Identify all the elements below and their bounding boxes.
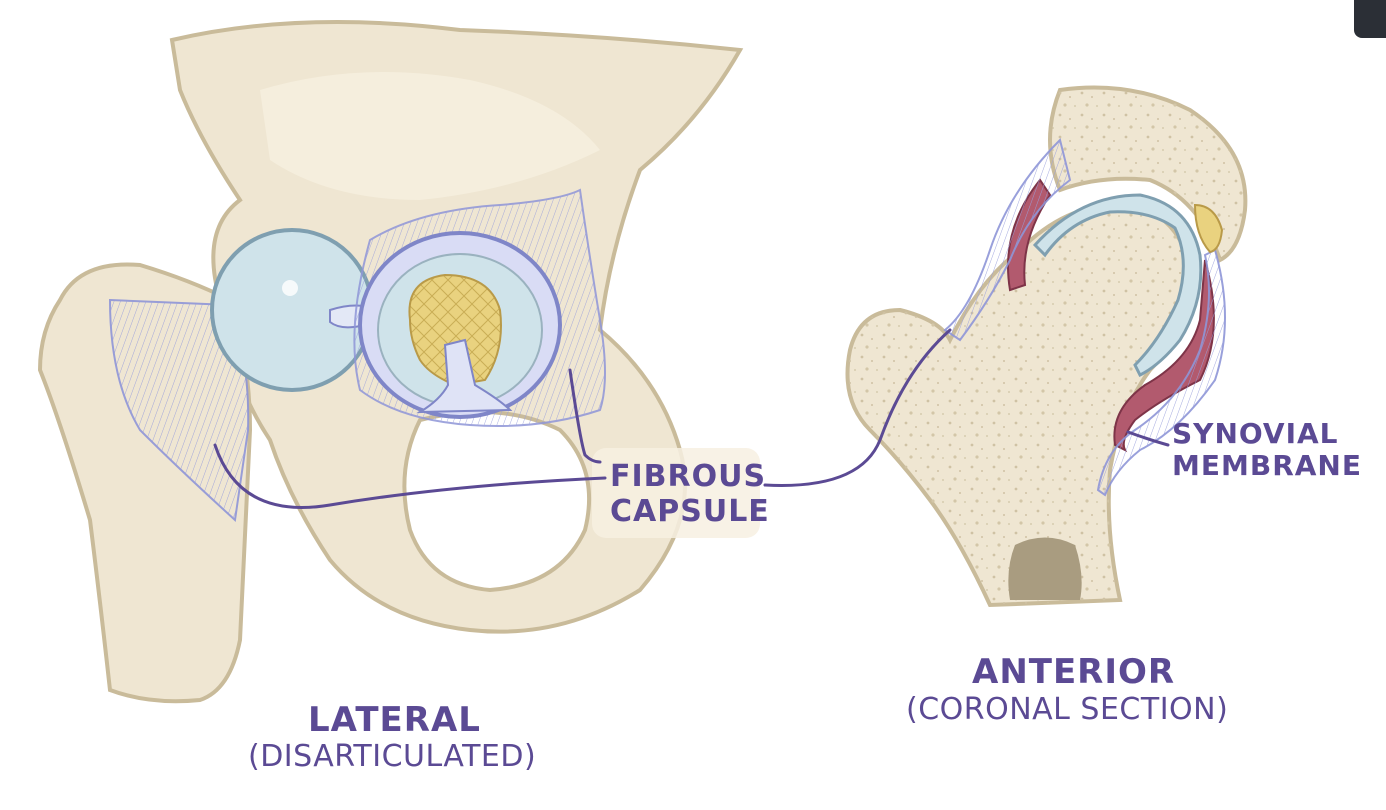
fibrous-capsule-label-bg	[592, 448, 760, 538]
leader-line-acetabular-capsule	[568, 368, 602, 464]
articular-cartilage	[1032, 193, 1203, 378]
lateral-title: LATERAL	[308, 700, 481, 740]
lateral-view	[37, 20, 744, 704]
synovial-membrane-label-line1: SYNOVIAL	[1172, 417, 1339, 450]
leader-line-coronal-capsule	[763, 328, 952, 487]
fibrous-capsule-label-line1: FIBROUS	[610, 459, 767, 494]
anterior-view	[845, 85, 1248, 608]
acetabular-fossa	[408, 273, 502, 387]
corner-tab[interactable]	[1354, 0, 1386, 38]
anterior-subtitle: (CORONAL SECTION)	[906, 692, 1229, 727]
fibrous-capsule-label-line2: CAPSULE	[610, 494, 770, 529]
acetabular-labrum	[1193, 203, 1224, 254]
transverse-ligament	[416, 338, 513, 414]
leader-line-femoral-capsule	[213, 443, 607, 509]
coronal-fibrous-capsule	[943, 138, 1072, 342]
synovial-membrane-label-line2: MEMBRANE	[1172, 449, 1362, 482]
iliac-fossa	[260, 72, 600, 200]
leader-lines	[213, 328, 1170, 509]
obturator-foramen	[402, 410, 592, 593]
femoral-head-highlight	[282, 280, 298, 296]
anterior-title: ANTERIOR	[972, 652, 1176, 692]
coronal-fibrous-capsule-lower	[1096, 248, 1226, 497]
lateral-subtitle: (DISARTICULATED)	[248, 739, 537, 774]
leader-line-synovial	[1126, 430, 1170, 447]
medullary-cavity	[1008, 537, 1082, 600]
